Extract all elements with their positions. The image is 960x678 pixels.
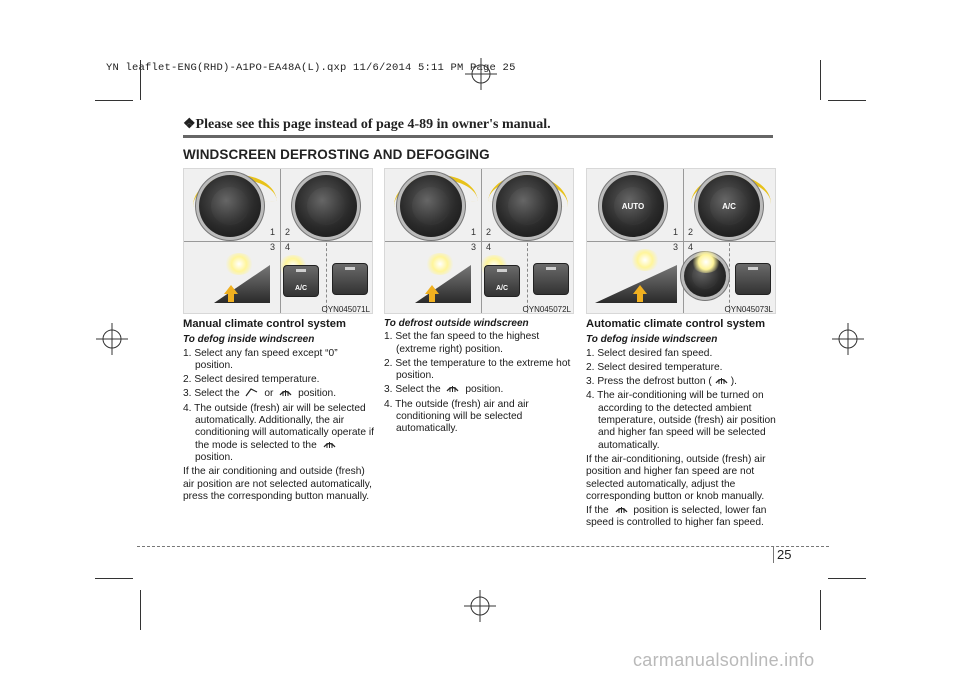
label-1: 1 [270, 227, 276, 237]
figure-manual-defog: 1 2 3 4 A/C OYN045071L [183, 168, 373, 314]
label-2: 2 [688, 227, 694, 237]
figure-manual-defrost: 1 2 3 4 A/C OYN045072L [384, 168, 574, 314]
note-1: If the air-conditioning, outside (fresh)… [586, 453, 766, 502]
fan-knob [199, 175, 261, 237]
column-heading: Automatic climate control system [586, 318, 766, 330]
figure-code: OYN045072L [522, 305, 571, 314]
temperature-knob [496, 175, 558, 237]
defrost-icon [447, 386, 459, 393]
figure-code: OYN045073L [724, 305, 773, 314]
ac-button: A/C [283, 265, 319, 297]
section-title: WINDSCREEN DEFROSTING AND DEFOGGING [183, 147, 490, 162]
label-3: 3 [471, 242, 477, 252]
label-4: 4 [486, 242, 492, 252]
step-2: 2. Select desired temperature. [586, 361, 723, 373]
column-subheading: To defog inside windscreen [586, 334, 718, 346]
label-1: 1 [471, 227, 477, 237]
label-3: 3 [673, 242, 679, 252]
auto-knob: AUTO [602, 175, 664, 237]
defrost-button [595, 265, 677, 303]
step-1: 1. Set the fan speed to the highest (ext… [384, 331, 540, 355]
defrost-icon [615, 507, 627, 514]
notice-banner: ❖Please see this page instead of page 4-… [183, 117, 551, 132]
ac-button: A/C [484, 265, 520, 297]
label-4: 4 [285, 242, 291, 252]
step-3: 3. Press the defrost button (). [586, 376, 737, 388]
column-subheading: To defog inside windscreen [183, 334, 315, 346]
registration-mark-bottom [464, 590, 496, 622]
step-2: 2. Set the temperature to the extreme ho… [384, 357, 571, 382]
step-4: 4. The outside (fresh) air and air condi… [384, 398, 529, 435]
step-1: 1. Select any fan speed except “0” posit… [183, 347, 338, 371]
air-intake-button [533, 263, 569, 295]
defrost-icon [715, 378, 728, 385]
note: If the air conditioning and outside (fre… [183, 466, 372, 502]
label-4: 4 [688, 242, 694, 252]
figure-code: OYN045071L [321, 305, 370, 314]
up-arrow-icon [425, 285, 439, 302]
ac-knob: A/C [698, 175, 760, 237]
step-3: 3. Select the position. [384, 384, 504, 396]
footer-divider [773, 547, 774, 563]
column-manual: Manual climate control system To defog i… [183, 318, 375, 503]
label-2: 2 [285, 227, 291, 237]
air-intake-button [332, 263, 368, 295]
fan-knob [400, 175, 462, 237]
air-intake-button [735, 263, 771, 295]
up-arrow-icon [633, 285, 647, 302]
label-2: 2 [486, 227, 492, 237]
auto-label: AUTO [621, 202, 645, 211]
registration-mark-right [832, 323, 864, 355]
temperature-knob [295, 175, 357, 237]
label-3: 3 [270, 242, 276, 252]
column-automatic: Automatic climate control system To defo… [586, 318, 778, 530]
registration-mark-left [96, 323, 128, 355]
floor-defrost-icon [245, 388, 258, 397]
column-subheading: To defrost outside windscreen [384, 318, 529, 329]
footer-rule [137, 546, 829, 547]
step-1: 1. Select desired fan speed. [586, 347, 713, 359]
ac-label: A/C [722, 202, 736, 211]
step-4: 4. The outside (fresh) air will be selec… [183, 402, 374, 463]
page-number: 25 [777, 547, 792, 562]
up-arrow-icon [224, 285, 238, 302]
step-3: 3. Select the or position. [183, 388, 337, 400]
note-2: If the position is selected, lower fan s… [586, 505, 767, 529]
figure-automatic-defog: AUTO A/C 1 2 3 4 OYN045073L [586, 168, 776, 314]
print-slug: YN leaflet-ENG(RHD)-A1PO-EA48A(L).qxp 11… [106, 62, 516, 74]
defrost-icon [323, 441, 336, 448]
header-rule [183, 135, 773, 138]
label-1: 1 [673, 227, 679, 237]
registration-mark-top [465, 58, 497, 90]
step-4: 4. The air-conditioning will be turned o… [586, 390, 776, 451]
column-defrost: To defrost outside windscreen 1. Set the… [384, 318, 576, 438]
watermark: carmanualsonline.info [633, 650, 815, 670]
defrost-icon [279, 390, 292, 397]
step-2: 2. Select desired temperature. [183, 374, 320, 386]
column-heading: Manual climate control system [183, 318, 346, 330]
